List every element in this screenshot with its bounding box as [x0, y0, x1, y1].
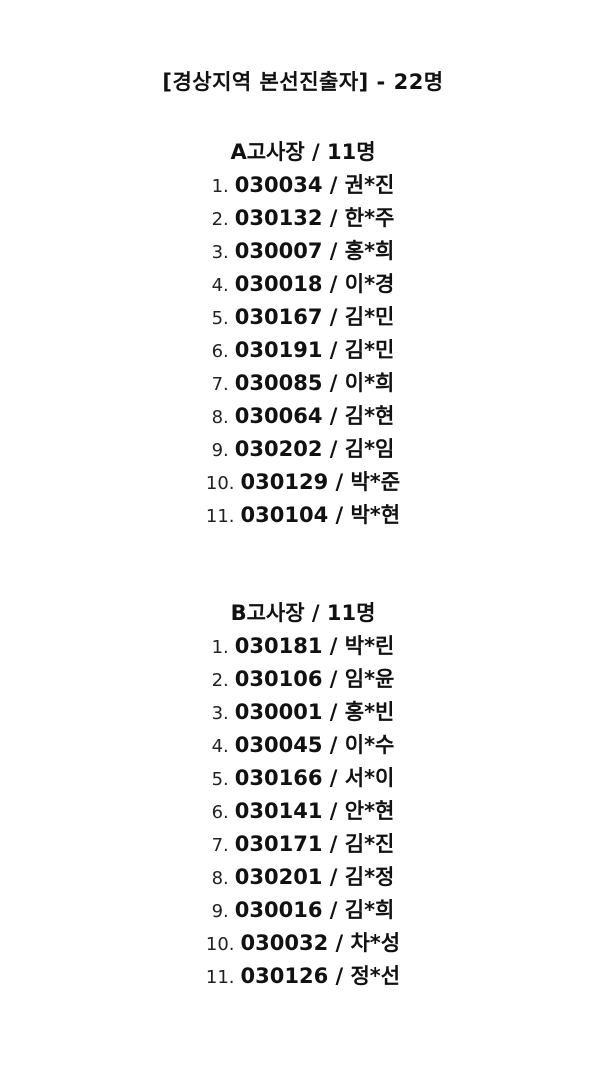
item-number: 2.: [211, 670, 229, 691]
list-item: 3.030007 / 홍*희: [0, 235, 606, 268]
list-item: 11.030126 / 정*선: [0, 960, 606, 993]
list-item: 9.030202 / 김*임: [0, 433, 606, 466]
item-number: 6.: [211, 802, 229, 823]
item-entry: 030064 / 김*현: [234, 404, 395, 428]
item-entry: 030129 / 박*준: [240, 470, 401, 494]
item-entry: 030007 / 홍*희: [234, 239, 395, 263]
item-number: 11.: [205, 967, 235, 988]
section-a-heading: A고사장 / 11명: [230, 140, 376, 164]
item-entry: 030191 / 김*민: [234, 338, 395, 362]
list-item: 8.030064 / 김*현: [0, 400, 606, 433]
list-item: 7.030171 / 김*진: [0, 828, 606, 861]
item-entry: 030202 / 김*임: [234, 437, 395, 461]
list-item: 6.030141 / 안*현: [0, 795, 606, 828]
list-item: 10.030129 / 박*준: [0, 466, 606, 499]
item-number: 9.: [211, 440, 229, 461]
list-item: 2.030106 / 임*윤: [0, 663, 606, 696]
item-entry: 030045 / 이*수: [234, 733, 395, 757]
list-item: 2.030132 / 한*주: [0, 202, 606, 235]
item-entry: 030126 / 정*선: [240, 964, 401, 988]
item-number: 10.: [205, 473, 235, 494]
item-entry: 030166 / 서*이: [234, 766, 395, 790]
item-number: 9.: [211, 901, 229, 922]
item-entry: 030201 / 김*정: [234, 865, 395, 889]
item-entry: 030001 / 홍*빈: [234, 700, 395, 724]
list-item: 1.030034 / 권*진: [0, 169, 606, 202]
list-item: 11.030104 / 박*현: [0, 499, 606, 532]
list-item: 8.030201 / 김*정: [0, 861, 606, 894]
section-a-list: A고사장 / 11명 1.030034 / 권*진 2.030132 / 한*주…: [0, 136, 606, 532]
item-entry: 030085 / 이*희: [234, 371, 395, 395]
item-number: 3.: [211, 242, 229, 263]
list-item: 5.030166 / 서*이: [0, 762, 606, 795]
item-entry: 030018 / 이*경: [234, 272, 395, 296]
item-entry: 030034 / 권*진: [234, 173, 395, 197]
item-number: 4.: [211, 275, 229, 296]
item-number: 1.: [211, 637, 229, 658]
item-number: 10.: [205, 934, 235, 955]
item-number: 1.: [211, 176, 229, 197]
item-number: 3.: [211, 703, 229, 724]
item-entry: 030167 / 김*민: [234, 305, 395, 329]
item-entry: 030104 / 박*현: [240, 503, 401, 527]
list-item: 7.030085 / 이*희: [0, 367, 606, 400]
list-item: 4.030018 / 이*경: [0, 268, 606, 301]
list-item: 6.030191 / 김*민: [0, 334, 606, 367]
item-entry: 030141 / 안*현: [234, 799, 395, 823]
item-entry: 030016 / 김*희: [234, 898, 395, 922]
list-item: 1.030181 / 박*린: [0, 630, 606, 663]
item-number: 2.: [211, 209, 229, 230]
section-b-list: B고사장 / 11명 1.030181 / 박*린 2.030106 / 임*윤…: [0, 597, 606, 993]
item-number: 7.: [211, 374, 229, 395]
list-item: 10.030032 / 차*성: [0, 927, 606, 960]
item-number: 8.: [211, 407, 229, 428]
item-entry: 030132 / 한*주: [234, 206, 395, 230]
list-item: 4.030045 / 이*수: [0, 729, 606, 762]
item-entry: 030032 / 차*성: [240, 931, 401, 955]
item-number: 5.: [211, 769, 229, 790]
item-number: 4.: [211, 736, 229, 757]
item-entry: 030171 / 김*진: [234, 832, 395, 856]
list-item: 5.030167 / 김*민: [0, 301, 606, 334]
page-title: [경상지역 본선진출자] - 22명: [162, 70, 444, 94]
section-b-heading: B고사장 / 11명: [230, 601, 376, 625]
list-item: 9.030016 / 김*희: [0, 894, 606, 927]
item-entry: 030106 / 임*윤: [234, 667, 395, 691]
item-number: 6.: [211, 341, 229, 362]
item-number: 5.: [211, 308, 229, 329]
item-entry: 030181 / 박*린: [234, 634, 395, 658]
item-number: 8.: [211, 868, 229, 889]
list-item: 3.030001 / 홍*빈: [0, 696, 606, 729]
item-number: 7.: [211, 835, 229, 856]
item-number: 11.: [205, 506, 235, 527]
